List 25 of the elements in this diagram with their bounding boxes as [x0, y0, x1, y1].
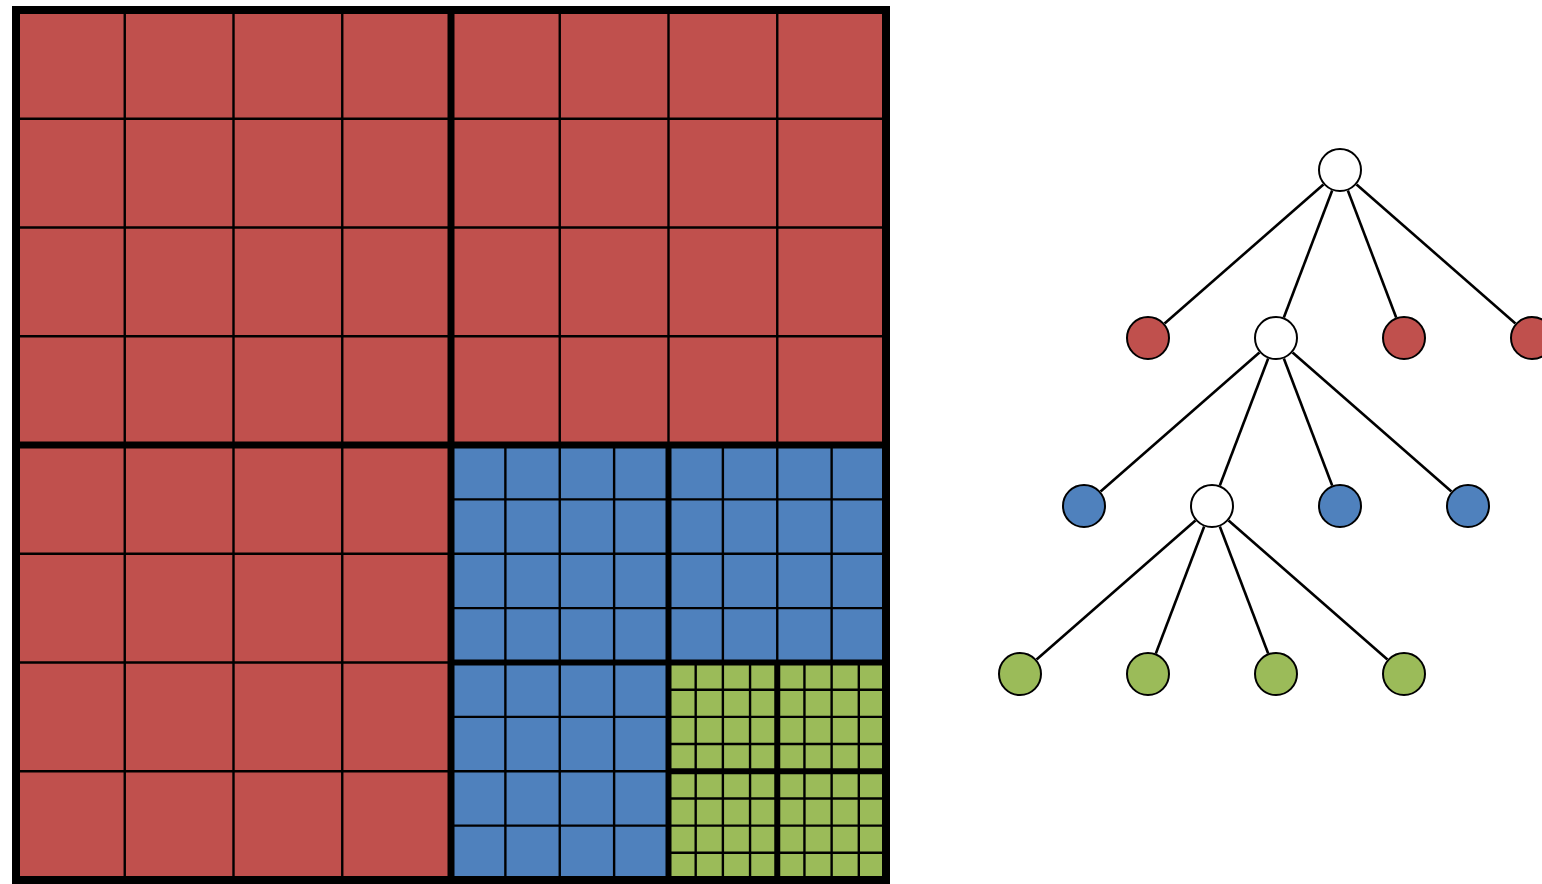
tree-edge-line [1282, 358, 1334, 486]
tree-node-circle [1126, 316, 1170, 360]
tree-edge-line [1355, 183, 1517, 325]
tree-edge-line [1282, 190, 1334, 318]
tree-node-circle [1190, 484, 1234, 528]
tree-edge-line [1154, 526, 1206, 654]
tree-node-circle [1254, 316, 1298, 360]
tree-edge-line [1227, 519, 1389, 661]
tree-node-circle [1062, 484, 1106, 528]
tree-edge-line [1346, 190, 1398, 318]
tree-node-circle [1318, 148, 1362, 192]
tree-node-circle [998, 652, 1042, 696]
tree-node-circle [1318, 484, 1362, 528]
tree-edge-line [1099, 351, 1261, 493]
tree-edge-line [1035, 519, 1197, 661]
tree-node-circle [1126, 652, 1170, 696]
tree-edge-line [1218, 526, 1270, 654]
tree-node-circle [1382, 316, 1426, 360]
tree-edge-line [1218, 358, 1270, 486]
tree-node-circle [1446, 484, 1490, 528]
tree-node-circle [1254, 652, 1298, 696]
tree-node-circle [1382, 652, 1426, 696]
tree-edge-line [1291, 351, 1453, 493]
tree-node-circle [1510, 316, 1542, 360]
tree-edge-line [1163, 183, 1325, 325]
